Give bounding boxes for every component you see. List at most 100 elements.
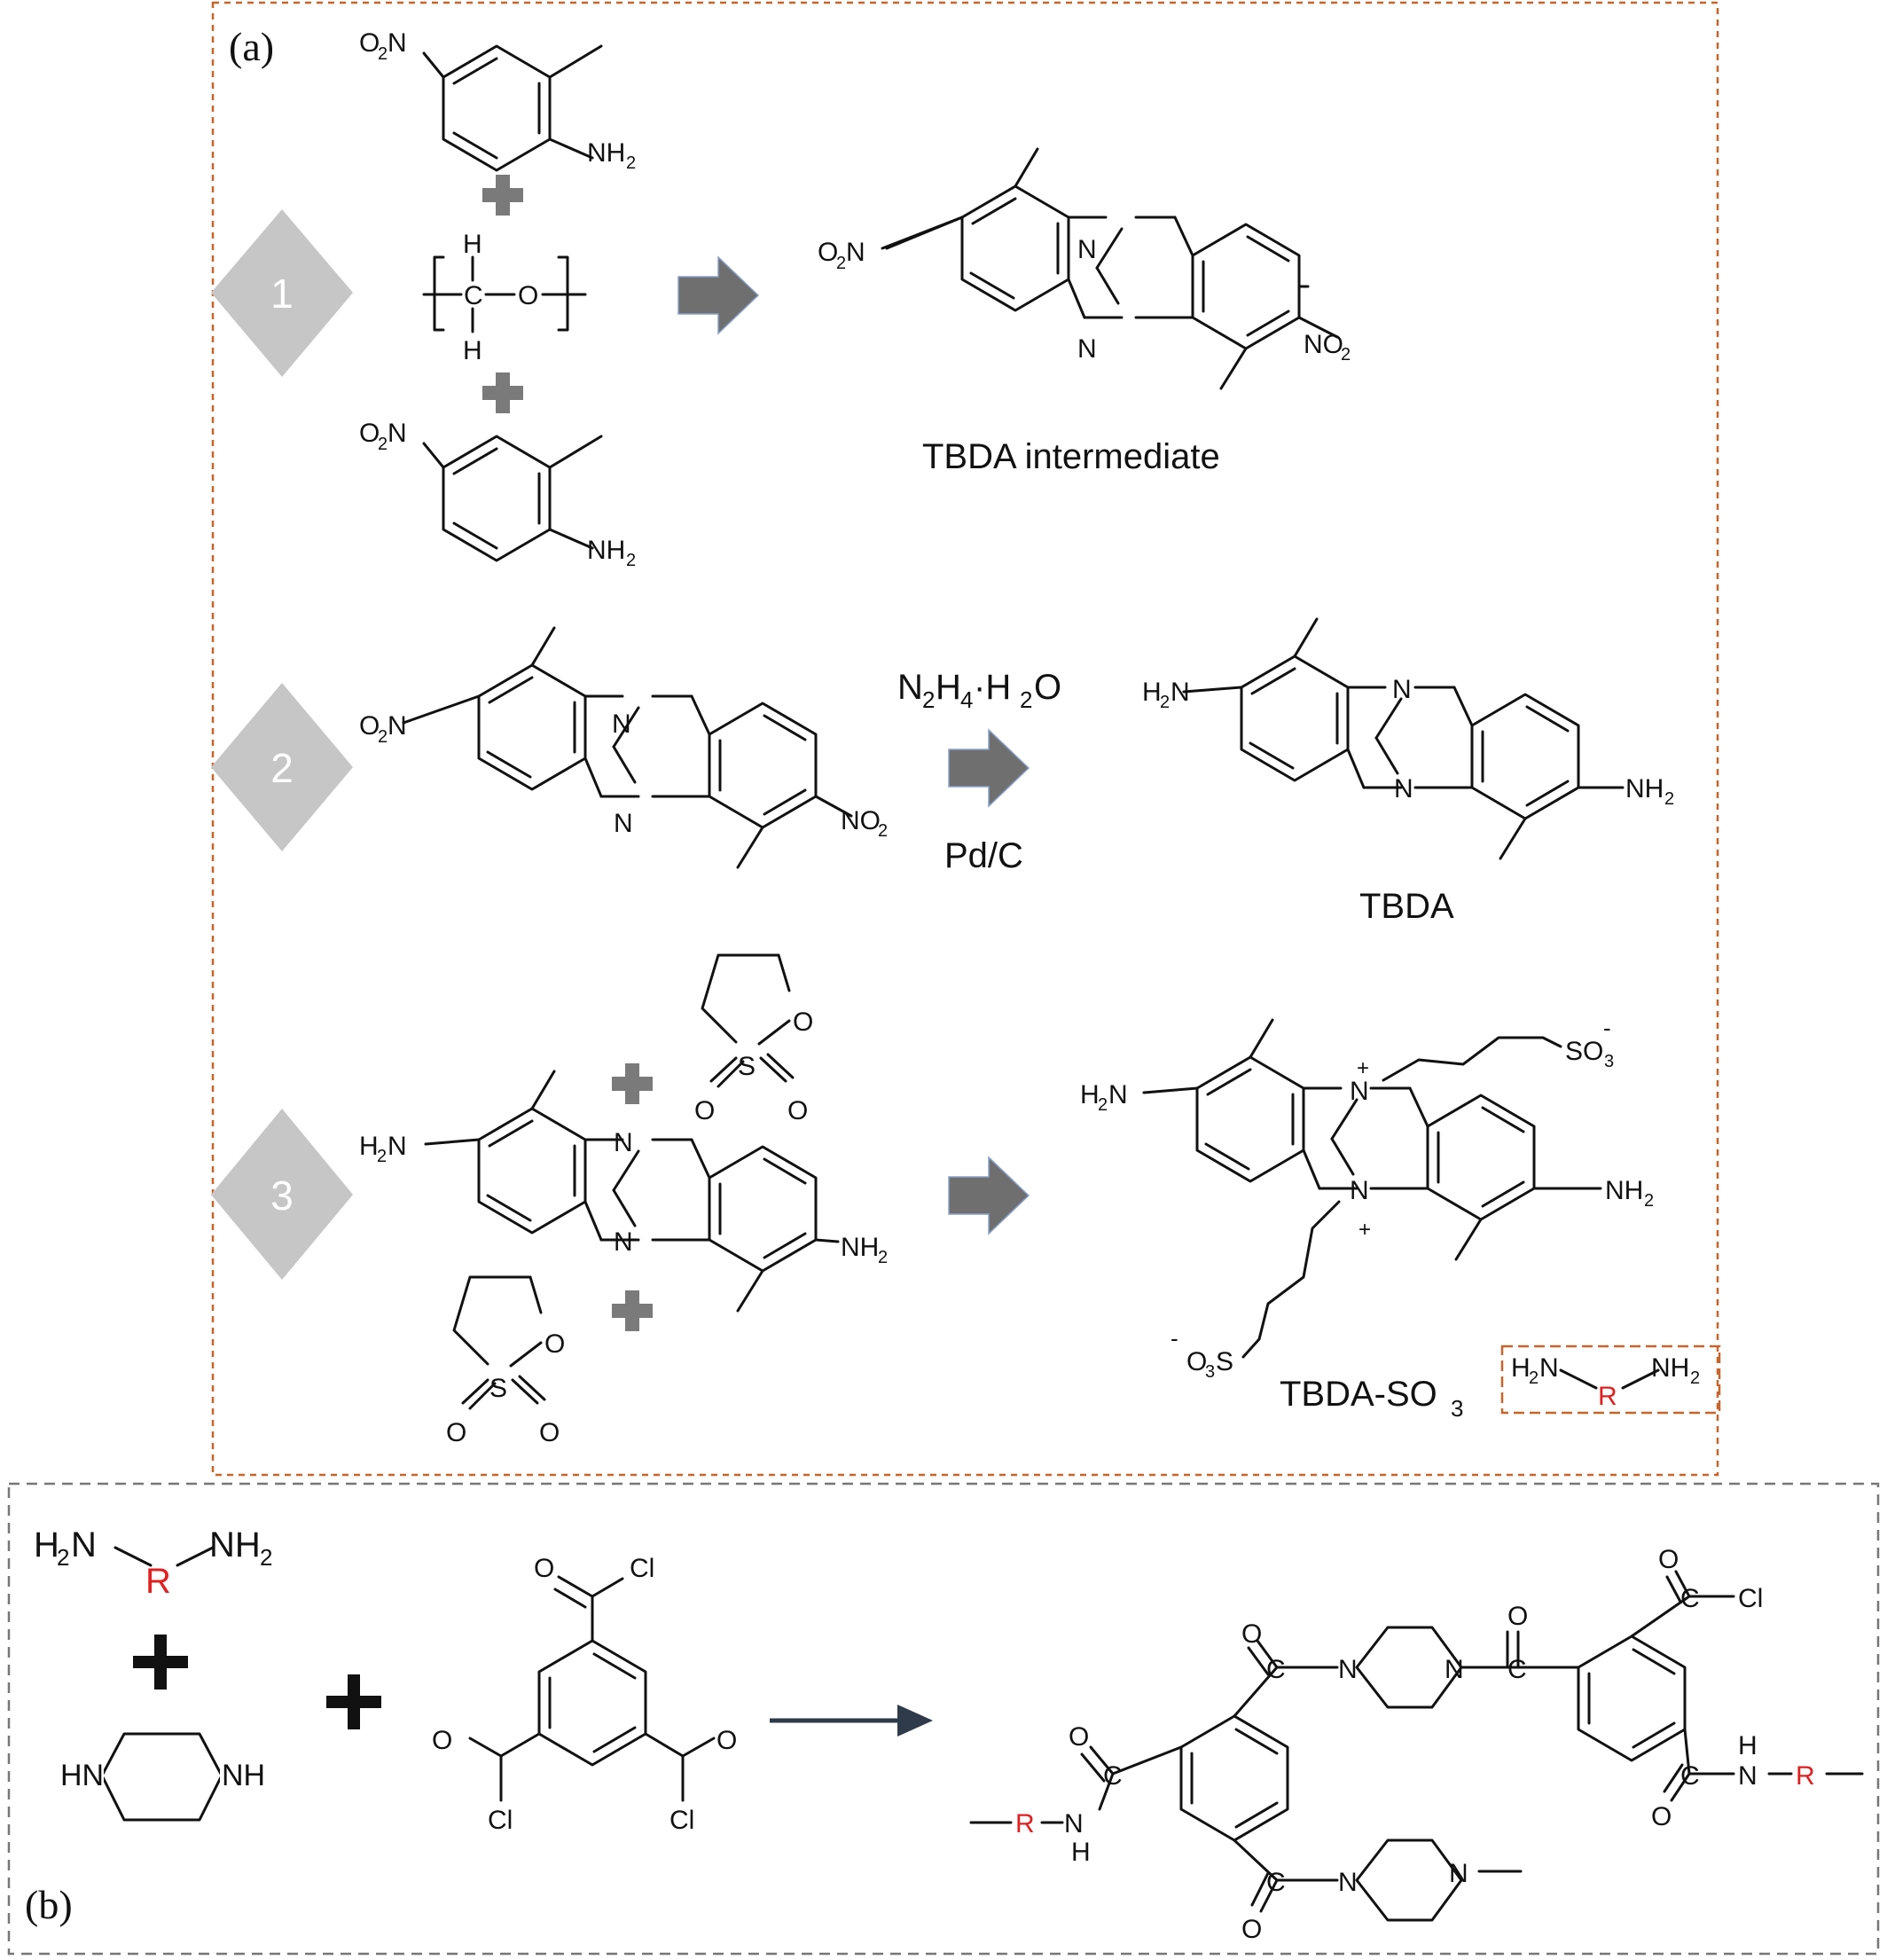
svg-text:S: S	[489, 1374, 507, 1403]
svg-text:2: 2	[377, 1147, 387, 1166]
polyamide-product-structure: O C N N O C O C Cl C O N H R O C N H R C…	[969, 1545, 1864, 1944]
svg-text:O: O	[1658, 1545, 1679, 1574]
svg-text:2: 2	[378, 727, 388, 747]
svg-text:N: N	[388, 1132, 407, 1161]
svg-text:2: 2	[1644, 1191, 1654, 1211]
svg-text:O: O	[1069, 1722, 1089, 1752]
svg-text:+: +	[1358, 1218, 1371, 1242]
propane-sultone-top: O S O O	[694, 953, 813, 1125]
svg-text:TBDA: TBDA	[1359, 887, 1454, 926]
svg-text:2: 2	[878, 821, 888, 841]
svg-text:N: N	[388, 711, 407, 741]
svg-text:O: O	[694, 1096, 715, 1125]
svg-text:NH: NH	[841, 1233, 879, 1262]
svg-text:2: 2	[922, 686, 935, 713]
svg-text:S: S	[738, 1052, 756, 1081]
svg-text:C: C	[1266, 1868, 1286, 1897]
svg-text:O: O	[534, 1554, 554, 1583]
svg-text:N: N	[614, 1128, 633, 1157]
nitrotoluidine-reactant-bottom: O 2 N NH 2	[359, 419, 636, 570]
svg-text:+: +	[1357, 1056, 1369, 1080]
svg-text:O: O	[1186, 1347, 1207, 1376]
svg-text:S: S	[1216, 1347, 1233, 1376]
svg-text:N: N	[1445, 1655, 1464, 1684]
svg-text:3: 3	[1604, 1052, 1614, 1071]
svg-text:H: H	[1071, 1838, 1091, 1867]
svg-text:2: 2	[270, 745, 294, 791]
svg-text:C: C	[1103, 1761, 1123, 1791]
panel-a-box	[211, 1, 1719, 1477]
svg-text:N: N	[1738, 1761, 1758, 1791]
svg-text:2: 2	[378, 44, 388, 64]
svg-text:N: N	[71, 1525, 97, 1564]
step-2-diamond: 2	[211, 683, 353, 851]
svg-text:N: N	[1350, 1176, 1369, 1205]
nitrotoluidine-reactant-top: O 2 N NH 2	[359, 28, 636, 173]
panel-b-label: (b)	[25, 1882, 73, 1927]
svg-text:2: 2	[1020, 686, 1032, 713]
svg-text:H: H	[463, 336, 482, 365]
svg-text:NO: NO	[1304, 330, 1343, 359]
svg-text:O: O	[446, 1418, 466, 1447]
svg-text:2: 2	[626, 153, 636, 173]
svg-text:NO: NO	[841, 806, 881, 835]
step-3-diamond: 3	[211, 1109, 353, 1280]
svg-text:2: 2	[626, 551, 636, 570]
svg-text:O: O	[544, 1329, 565, 1359]
svg-text:2: 2	[57, 1544, 69, 1571]
svg-text:Pd/C: Pd/C	[944, 836, 1023, 875]
diamine-r-highlight-box: H 2 N R NH 2	[1500, 1345, 1721, 1415]
panel-a-label: (a)	[229, 24, 274, 69]
svg-text:O: O	[359, 711, 380, 741]
svg-text:N: N	[1171, 678, 1190, 707]
svg-text:N: N	[388, 419, 407, 448]
svg-text:NH: NH	[1605, 1176, 1643, 1205]
reaction-arrow-1	[677, 255, 760, 335]
svg-text:N: N	[1539, 1353, 1559, 1383]
gray-plus-icon	[482, 175, 653, 1331]
svg-text:2: 2	[1690, 1368, 1700, 1388]
svg-text:NH: NH	[209, 1525, 261, 1564]
svg-text:N: N	[1108, 1080, 1128, 1109]
svg-text:C: C	[1507, 1655, 1527, 1684]
step-2-reactant-structure: O 2 N N N NO 2	[359, 626, 888, 869]
step-1-diamond: 1	[211, 209, 353, 377]
svg-text:O: O	[432, 1726, 452, 1755]
diamine-r-reactant: H 2 N R NH 2	[34, 1525, 272, 1601]
svg-text:H: H	[463, 230, 482, 259]
reaction-arrow-2	[948, 728, 1030, 808]
svg-text:H: H	[1738, 1731, 1758, 1760]
tbda-intermediate-structure: O 2 N N N NO 2 TBDA intermediate	[818, 147, 1351, 476]
svg-text:2: 2	[378, 435, 388, 454]
svg-text:R: R	[145, 1562, 171, 1601]
svg-text:N: N	[1077, 334, 1097, 364]
svg-text:NH: NH	[587, 138, 625, 168]
svg-text:NH: NH	[1651, 1353, 1689, 1383]
svg-text:O: O	[1034, 668, 1061, 707]
svg-text:NH: NH	[587, 536, 625, 565]
svg-text:H: H	[936, 668, 961, 707]
black-plus-icon	[133, 1635, 381, 1729]
svg-text:H: H	[359, 1132, 379, 1161]
trimesoyl-chloride-reactant: O Cl O Cl O Cl	[432, 1554, 737, 1835]
svg-text:O: O	[793, 1007, 813, 1037]
svg-text:3: 3	[1205, 1362, 1215, 1382]
svg-text:2: 2	[1160, 693, 1170, 712]
svg-text:C: C	[464, 281, 483, 310]
svg-text:N: N	[1077, 235, 1097, 264]
svg-text:N: N	[1064, 1809, 1084, 1838]
svg-text:4: 4	[960, 686, 973, 713]
svg-text:SO: SO	[1565, 1037, 1603, 1066]
svg-text:N: N	[1338, 1655, 1358, 1684]
svg-text:R: R	[1015, 1809, 1035, 1838]
svg-text:N: N	[614, 1227, 633, 1257]
svg-text:N: N	[388, 28, 407, 58]
svg-text:N: N	[1350, 1077, 1369, 1106]
svg-text:Cl: Cl	[669, 1806, 694, 1835]
reaction-arrow-3	[948, 1156, 1030, 1235]
svg-text:N: N	[1394, 774, 1413, 804]
step-3-tbda-reactant: H 2 N N N NH 2	[359, 1070, 888, 1313]
svg-text:O: O	[1507, 1602, 1528, 1631]
svg-text:Cl: Cl	[1738, 1584, 1763, 1613]
